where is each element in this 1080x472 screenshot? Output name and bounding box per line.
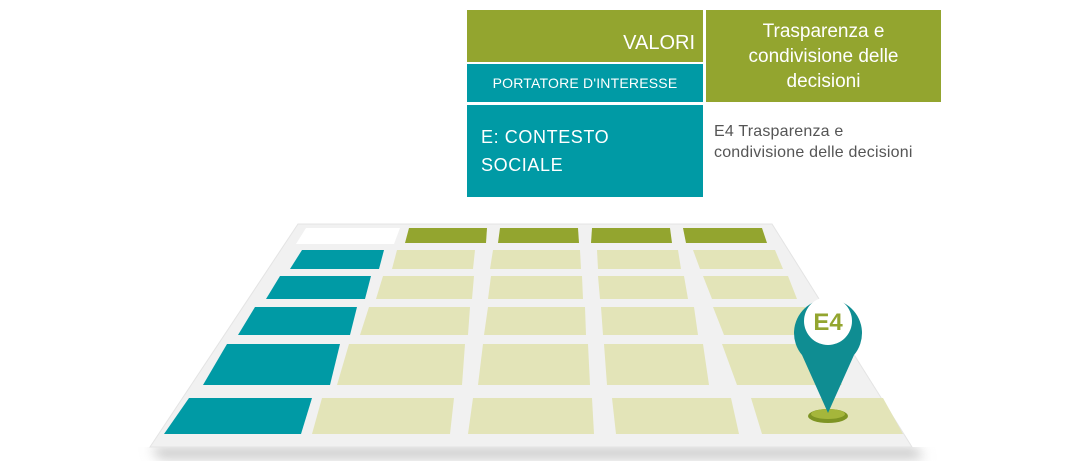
stakeholder-row-header [266,276,371,299]
matrix-cell [703,276,797,299]
stakeholder-row-header [238,307,357,335]
matrix-cell [468,398,594,434]
e4-map-pin-label: E4 [813,309,843,336]
matrix-cell [312,398,454,434]
matrix-cell [597,250,681,269]
value-column-header [498,228,579,243]
cell-description: E4 Trasparenza e condivisione delle deci… [714,123,913,161]
value-column-header [405,228,487,243]
matrix-cell [392,250,475,269]
corner-cell [296,228,400,244]
value-column-header [591,228,672,243]
board-shadow [150,448,925,458]
stakeholder-row-header [164,398,312,434]
matrix-cell [598,276,688,299]
matrix-cell [713,307,815,335]
matrix-cell [490,250,581,269]
matrix-cell [693,250,783,269]
e4-map-pin-icon: E4 [794,297,862,423]
matrix-cell [376,276,474,299]
matrix-cell [612,398,739,434]
value-column-header [683,228,767,243]
matrix-cell [601,307,698,335]
matrix-cell [478,344,590,385]
matrix-cell [604,344,709,385]
matrix-cell [360,307,470,335]
matrix-cell [337,344,465,385]
matrix-cell [484,307,586,335]
stakeholder-row-header [290,250,384,269]
stakeholder-group-cell: E: CONTESTO SOCIALE [467,105,703,197]
stakeholder-row-header [203,344,340,385]
valore-title-header: Trasparenza e condivisione delle decisio… [706,10,941,102]
valori-header: VALORI [467,10,703,62]
stakeholder-header: PORTATORE D'INTERESSE [467,64,703,102]
matrix-cell [488,276,583,299]
